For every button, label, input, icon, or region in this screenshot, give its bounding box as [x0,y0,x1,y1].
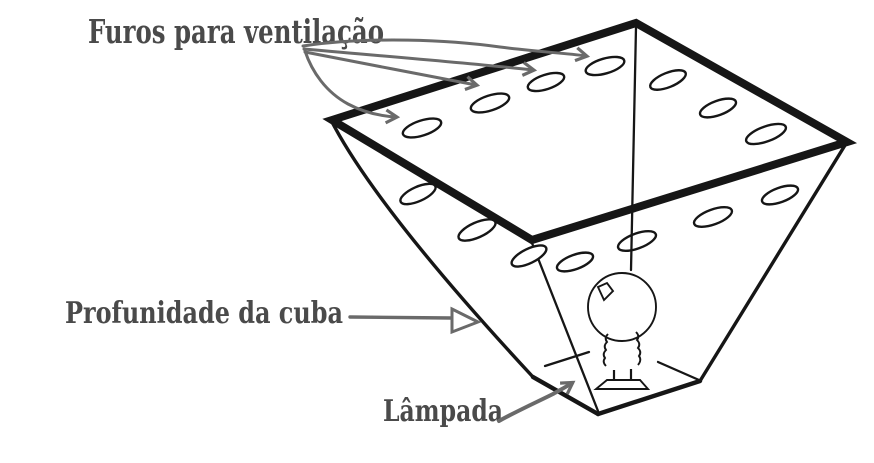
floor-edge-right [656,360,701,382]
ventilation-hole [760,184,800,206]
ventilation-arrow-2 [302,47,538,77]
bulb-highlight [596,281,615,302]
left-outer-edge [330,120,535,379]
lamp-label: Lâmpada [383,394,503,429]
ventilation-label: Furos para ventilação [88,12,384,51]
bulb-socket-base [593,379,651,390]
ventilation-hole [401,117,443,139]
ventilation-hole [698,97,738,119]
bulb-thread-right [635,331,642,366]
right-outer-edge [698,140,849,383]
ventilation-hole [555,251,595,273]
lamp-arrow [497,380,576,423]
bulb-thread-left [602,333,609,367]
depth-label: Profunidade da cuba [65,296,343,331]
back-corner-seam [629,25,638,272]
floor-edge-left [543,350,591,368]
ventilation-holes [399,55,800,273]
annotations: Furos para ventilação Profunidade da cub… [65,12,591,429]
bottom-right-edge [595,378,703,417]
ventilation-hole [510,244,548,268]
bulb-glass [587,272,657,342]
depth-arrow-line [348,315,453,320]
ventilation-hole [584,55,626,77]
ventilation-hole [526,71,566,93]
ventilation-hole [648,69,688,91]
light-bulb [587,272,657,390]
ventilation-arrow-3 [303,50,481,91]
ventilation-arrow-4 [303,49,401,125]
ventilation-hole [692,205,734,229]
vat-top-rim [322,18,858,245]
vat-body [330,120,849,417]
ventilation-arrow-1 [301,38,591,63]
bottom-left-edge [530,374,601,417]
ventilation-hole [744,122,788,146]
ventilation-hole [469,92,511,114]
depth-arrow-hollow-head [450,306,482,335]
ventilation-hole [616,229,658,253]
front-corner-seam [530,241,600,413]
